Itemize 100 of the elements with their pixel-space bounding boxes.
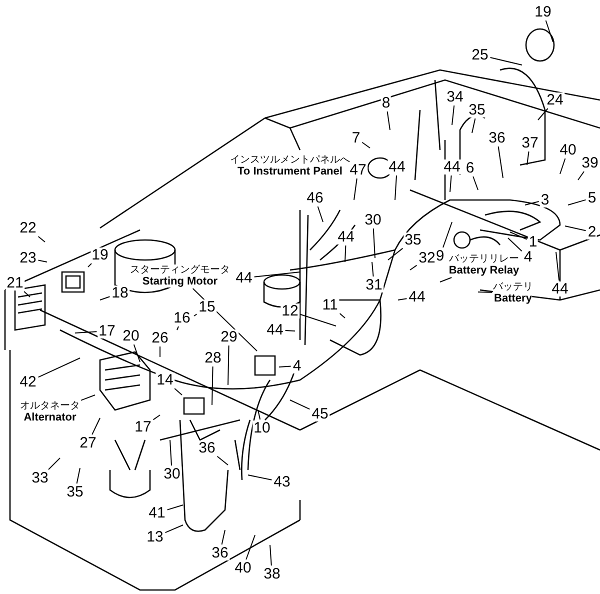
leader-line xyxy=(339,313,346,318)
leader-line xyxy=(568,199,586,206)
leader-line xyxy=(170,440,172,466)
callout-number: 21 xyxy=(6,276,24,290)
callout-number: 4 xyxy=(522,250,534,264)
callout-number: 30 xyxy=(364,212,382,228)
callout-number: 43 xyxy=(272,474,292,490)
callout-number: 26 xyxy=(150,330,170,346)
callout-number: 2 xyxy=(586,224,598,240)
part-label: Battery xyxy=(494,292,532,304)
leader-line xyxy=(284,330,296,332)
leader-line xyxy=(216,456,228,466)
part-label: Alternator xyxy=(24,412,76,424)
leader-line xyxy=(498,146,504,178)
callout-number: 44 xyxy=(550,282,570,296)
leader-line xyxy=(560,158,566,174)
callout-number: 35 xyxy=(468,102,486,118)
callout-number: 45 xyxy=(310,406,330,422)
callout-number: 37 xyxy=(520,136,540,150)
leader-line xyxy=(386,111,390,130)
callout-number: 47 xyxy=(348,162,368,178)
callout-number: 44 xyxy=(388,160,406,174)
leader-line xyxy=(74,331,98,334)
leader-line xyxy=(545,20,554,42)
leader-line xyxy=(194,314,198,316)
leader-line xyxy=(317,206,324,222)
leader-line xyxy=(510,232,528,240)
leader-line xyxy=(290,400,310,410)
callout-number: 42 xyxy=(18,374,38,390)
leader-line xyxy=(212,366,214,406)
callout-number: 40 xyxy=(234,560,252,576)
leader-line xyxy=(452,105,455,126)
leader-line xyxy=(174,388,182,396)
callout-number: 36 xyxy=(198,440,216,456)
callout-number: 27 xyxy=(78,436,98,450)
callout-number: 31 xyxy=(364,278,384,292)
callout-number: 5 xyxy=(586,190,598,206)
leader-line xyxy=(490,57,522,66)
leader-line xyxy=(248,474,272,480)
callout-number: 13 xyxy=(146,530,164,544)
leader-line xyxy=(472,118,476,134)
callout-number: 39 xyxy=(580,156,600,170)
callout-number: 33 xyxy=(30,470,50,486)
leader-line xyxy=(278,366,292,368)
leader-line xyxy=(38,236,46,242)
part-label: バッテリ xyxy=(493,282,533,292)
leader-line xyxy=(166,504,184,510)
leader-line xyxy=(221,530,226,545)
part-label: スターティングモータ xyxy=(130,264,230,276)
callout-number: 16 xyxy=(172,310,192,326)
leader-line xyxy=(100,296,110,300)
callout-number: 36 xyxy=(488,130,506,146)
leader-line xyxy=(524,201,540,206)
callout-number: 35 xyxy=(66,484,84,500)
leader-line xyxy=(270,544,272,566)
leader-line xyxy=(478,292,492,293)
leader-line xyxy=(578,171,584,180)
leader-line xyxy=(398,298,408,300)
callout-number: 35 xyxy=(404,232,422,248)
callout-number: 19 xyxy=(534,4,552,20)
leader-line xyxy=(38,260,48,262)
callout-number: 17 xyxy=(98,324,116,338)
leader-line xyxy=(362,142,370,148)
callout-number: 8 xyxy=(380,96,392,110)
callout-number: 1 xyxy=(528,234,538,250)
leader-line xyxy=(440,277,452,282)
part-label: バッテリリレー xyxy=(449,254,519,264)
part-label: オルタネータ xyxy=(20,400,80,412)
leader-line xyxy=(300,314,336,326)
callout-number: 12 xyxy=(280,304,300,318)
callout-number: 23 xyxy=(18,250,38,266)
leader-line xyxy=(372,262,374,277)
leader-line xyxy=(410,264,418,270)
leader-line xyxy=(176,326,179,330)
leader-line xyxy=(258,410,261,420)
leader-line xyxy=(450,175,452,192)
leader-line xyxy=(394,175,397,200)
callout-number: 44 xyxy=(336,230,356,244)
leader-line xyxy=(556,252,560,281)
part-label: To Instrument Panel xyxy=(238,166,342,178)
callout-number: 22 xyxy=(18,220,38,236)
leader-line xyxy=(192,288,258,352)
callout-number: 6 xyxy=(464,160,476,176)
callout-number: 29 xyxy=(220,330,238,344)
leader-line xyxy=(246,534,256,560)
callout-number: 25 xyxy=(470,48,490,62)
leader-line xyxy=(472,176,478,190)
leader-line xyxy=(88,263,92,268)
callout-number: 3 xyxy=(540,192,550,208)
leader-line xyxy=(48,458,60,470)
callout-number: 44 xyxy=(442,160,462,174)
leader-line xyxy=(80,394,96,401)
leader-line xyxy=(344,245,346,262)
callout-number: 4 xyxy=(292,358,302,374)
callout-number: 46 xyxy=(306,190,324,206)
callout-number: 44 xyxy=(234,270,254,286)
callout-number: 28 xyxy=(204,350,222,366)
leader-line xyxy=(38,358,80,378)
leader-line xyxy=(354,178,358,200)
leader-line xyxy=(133,344,140,362)
